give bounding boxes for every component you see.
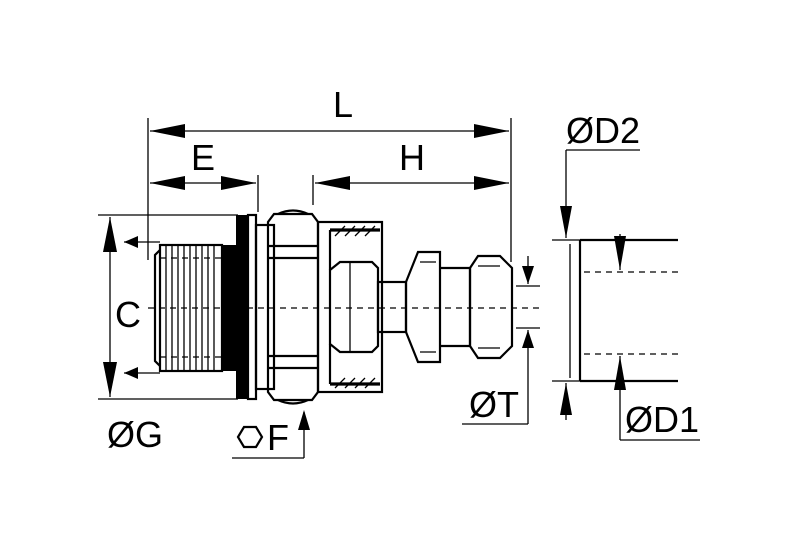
dimension-d1 [614,234,700,441]
label-g: ØG [107,414,163,455]
dimension-e [150,175,259,212]
seal-collar [222,213,276,401]
dimension-h [312,175,509,205]
hose-section [578,238,678,383]
label-h: H [399,137,425,178]
dimension-t [462,256,540,425]
hexagon-icon [236,425,264,449]
label-d1: ØD1 [625,399,699,440]
label-c: C [115,294,141,335]
label-t: ØT [469,384,519,425]
dimension-g [124,236,160,379]
dimension-f [232,410,310,459]
inner-spigot [328,260,408,354]
dimension-d2 [552,149,640,420]
label-d2: ØD2 [566,110,640,151]
label-f: F [267,417,289,458]
hose-barb [404,250,514,364]
dimension-l [147,118,512,262]
label-e: E [191,137,215,178]
body-cap [316,220,384,394]
hex-nut [266,209,320,405]
dimension-c [98,214,238,400]
male-thread [153,243,224,373]
label-l: L [333,84,353,125]
